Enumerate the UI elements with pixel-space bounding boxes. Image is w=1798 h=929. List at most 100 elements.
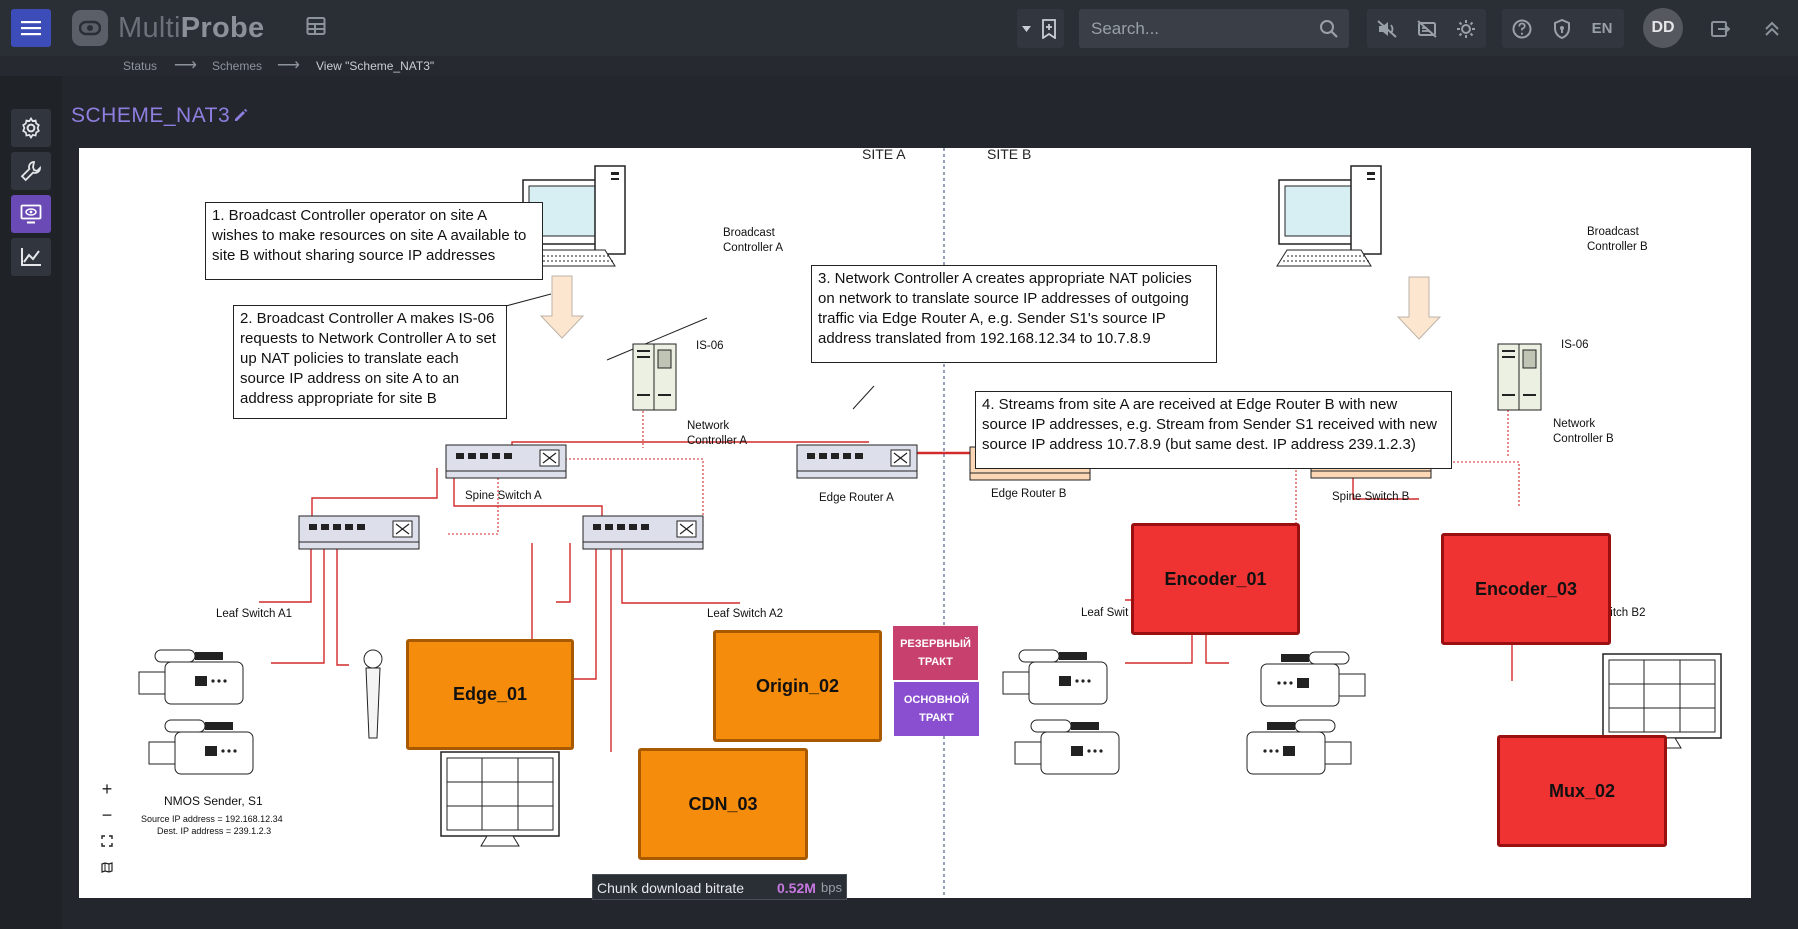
add-bookmark-button[interactable] [1035,9,1063,48]
camera-a1 [138,649,244,705]
label-is06-a: IS-06 [696,340,724,352]
search-box [1079,9,1349,48]
grid-icon [306,17,326,35]
language-button[interactable]: EN [1591,20,1613,37]
breadcrumb: Status ⟶ Schemes ⟶ View "Scheme_NAT3" [0,56,1798,76]
help-icon [1512,19,1532,38]
camera-a2 [148,719,254,775]
logout-button[interactable] [1700,9,1740,48]
node-encoder-03[interactable]: Encoder_03 [1441,533,1611,645]
bookmark-dropdown-caret[interactable] [1017,9,1035,48]
app-name-bold: Probe [180,11,265,44]
captions-toggle[interactable] [1407,9,1447,48]
spine-switch-a [445,444,567,479]
fit-view-button[interactable] [93,828,121,854]
app-name-light: Multi [118,11,181,44]
map-icon [101,861,113,873]
reserve-path-tag[interactable]: РЕЗЕРВНЫЙ ТРАКТ [893,626,978,680]
bookmark-add-icon [1042,18,1056,39]
shield-icon [1554,18,1570,39]
label-edge-router-b: Edge Router B [991,488,1067,500]
microphone [363,649,383,739]
node-encoder-01[interactable]: Encoder_01 [1131,523,1300,635]
hamburger-icon [21,21,41,36]
label-source-ip: Source IP address = 192.168.12.34 [141,814,283,824]
label-network-controller-b: Network Controller B [1553,418,1614,445]
breadcrumb-current: View "Scheme_NAT3" [316,59,435,73]
app-logo[interactable]: MultiProbe [72,10,264,46]
sidenav-settings[interactable] [11,109,51,147]
theme-toggle[interactable] [1446,9,1486,48]
network-controller-b-server [1497,343,1542,411]
help-group: EN [1502,9,1624,48]
sidenav-tools[interactable] [11,152,51,190]
menu-button[interactable] [11,9,51,47]
sidenav-statistics[interactable] [11,238,51,276]
leaf-switch-a2 [582,515,704,550]
label-is06-b: IS-06 [1561,339,1589,351]
label-leaf-switch-b2-partial: witch B2 [1602,607,1646,619]
security-button[interactable] [1542,9,1582,48]
leaf-switch-a1 [298,515,420,550]
zoom-controls: + − [93,776,121,882]
bookmark-group [1017,9,1064,48]
reserve-path-line1: РЕЗЕРВНЫЙ [900,638,971,650]
network-controller-a-server [632,343,677,411]
zoom-in-button[interactable]: + [101,778,113,799]
note-2: 2. Broadcast Controller A makes IS-06 re… [233,305,507,419]
node-origin-02[interactable]: Origin_02 [713,630,882,742]
main-path-line2: ТРАКТ [919,712,954,724]
media-toggles [1367,9,1486,48]
logo-mark-icon [72,10,108,46]
top-bar: MultiProbe EN DD [0,0,1798,56]
site-a-label: SITE A [862,146,906,162]
search-input[interactable] [1091,9,1311,48]
node-mux-02[interactable]: Mux_02 [1497,735,1667,847]
wrench-icon [20,161,41,182]
zoom-out-button[interactable]: − [101,804,113,825]
computer-b [1276,165,1382,267]
label-leaf-switch-a2: Leaf Switch A2 [707,608,784,620]
node-edge-01[interactable]: Edge_01 [406,639,574,750]
edit-icon[interactable] [233,107,249,123]
label-edge-router-a: Edge Router A [819,492,894,504]
avatar[interactable]: DD [1643,8,1683,48]
chunk-bitrate-badge: Chunk download bitrate 0.52M bps [592,874,847,900]
captions-off-icon [1416,19,1437,38]
label-spine-switch-a: Spine Switch A [465,490,542,502]
is06-arrow-a [539,275,585,339]
bitrate-value: 0.52M [777,880,816,896]
site-b-label: SITE B [987,146,1032,162]
volume-mute-icon [1377,19,1397,38]
search-icon[interactable] [1319,19,1339,39]
label-broadcast-controller-a: Broadcast Controller A [723,227,784,254]
camera-b4 [1246,719,1352,775]
chart-line-icon [21,248,41,266]
label-leaf-switch-a1: Leaf Switch A1 [216,608,293,620]
reserve-path-line2: ТРАКТ [918,656,953,668]
minimap-toggle-button[interactable] [93,854,121,880]
node-cdn-03[interactable]: CDN_03 [638,748,808,860]
note-1: 1. Broadcast Controller operator on site… [205,202,543,280]
label-nmos-sender: NMOS Sender, S1 [164,794,263,808]
bitrate-unit: bps [821,880,842,895]
main-path-line1: ОСНОВНОЙ [903,694,970,706]
breadcrumb-separator-arrow-icon: ⟶ [277,57,300,74]
label-dest-ip: Dest. IP address = 239.1.2.3 [157,826,272,836]
fit-view-icon [101,835,113,847]
monitor-b [1602,653,1722,749]
logout-icon [1711,20,1730,37]
collapse-header-button[interactable] [1752,9,1792,48]
label-spine-switch-b: Spine Switch B [1332,491,1410,503]
sidenav-schemes[interactable] [11,195,51,233]
dashboard-grid-button[interactable] [306,16,326,41]
help-button[interactable] [1502,9,1542,48]
main-path-tag[interactable]: ОСНОВНОЙ ТРАКТ [894,682,979,736]
label-broadcast-controller-b: Broadcast Controller B [1587,226,1648,253]
brightness-icon [1457,19,1476,38]
breadcrumb-status[interactable]: Status [123,59,158,73]
app-name: MultiProbe [118,12,264,45]
breadcrumb-schemes[interactable]: Schemes [212,59,263,73]
note-3: 3. Network Controller A creates appropri… [811,265,1217,363]
sound-toggle[interactable] [1367,9,1407,48]
